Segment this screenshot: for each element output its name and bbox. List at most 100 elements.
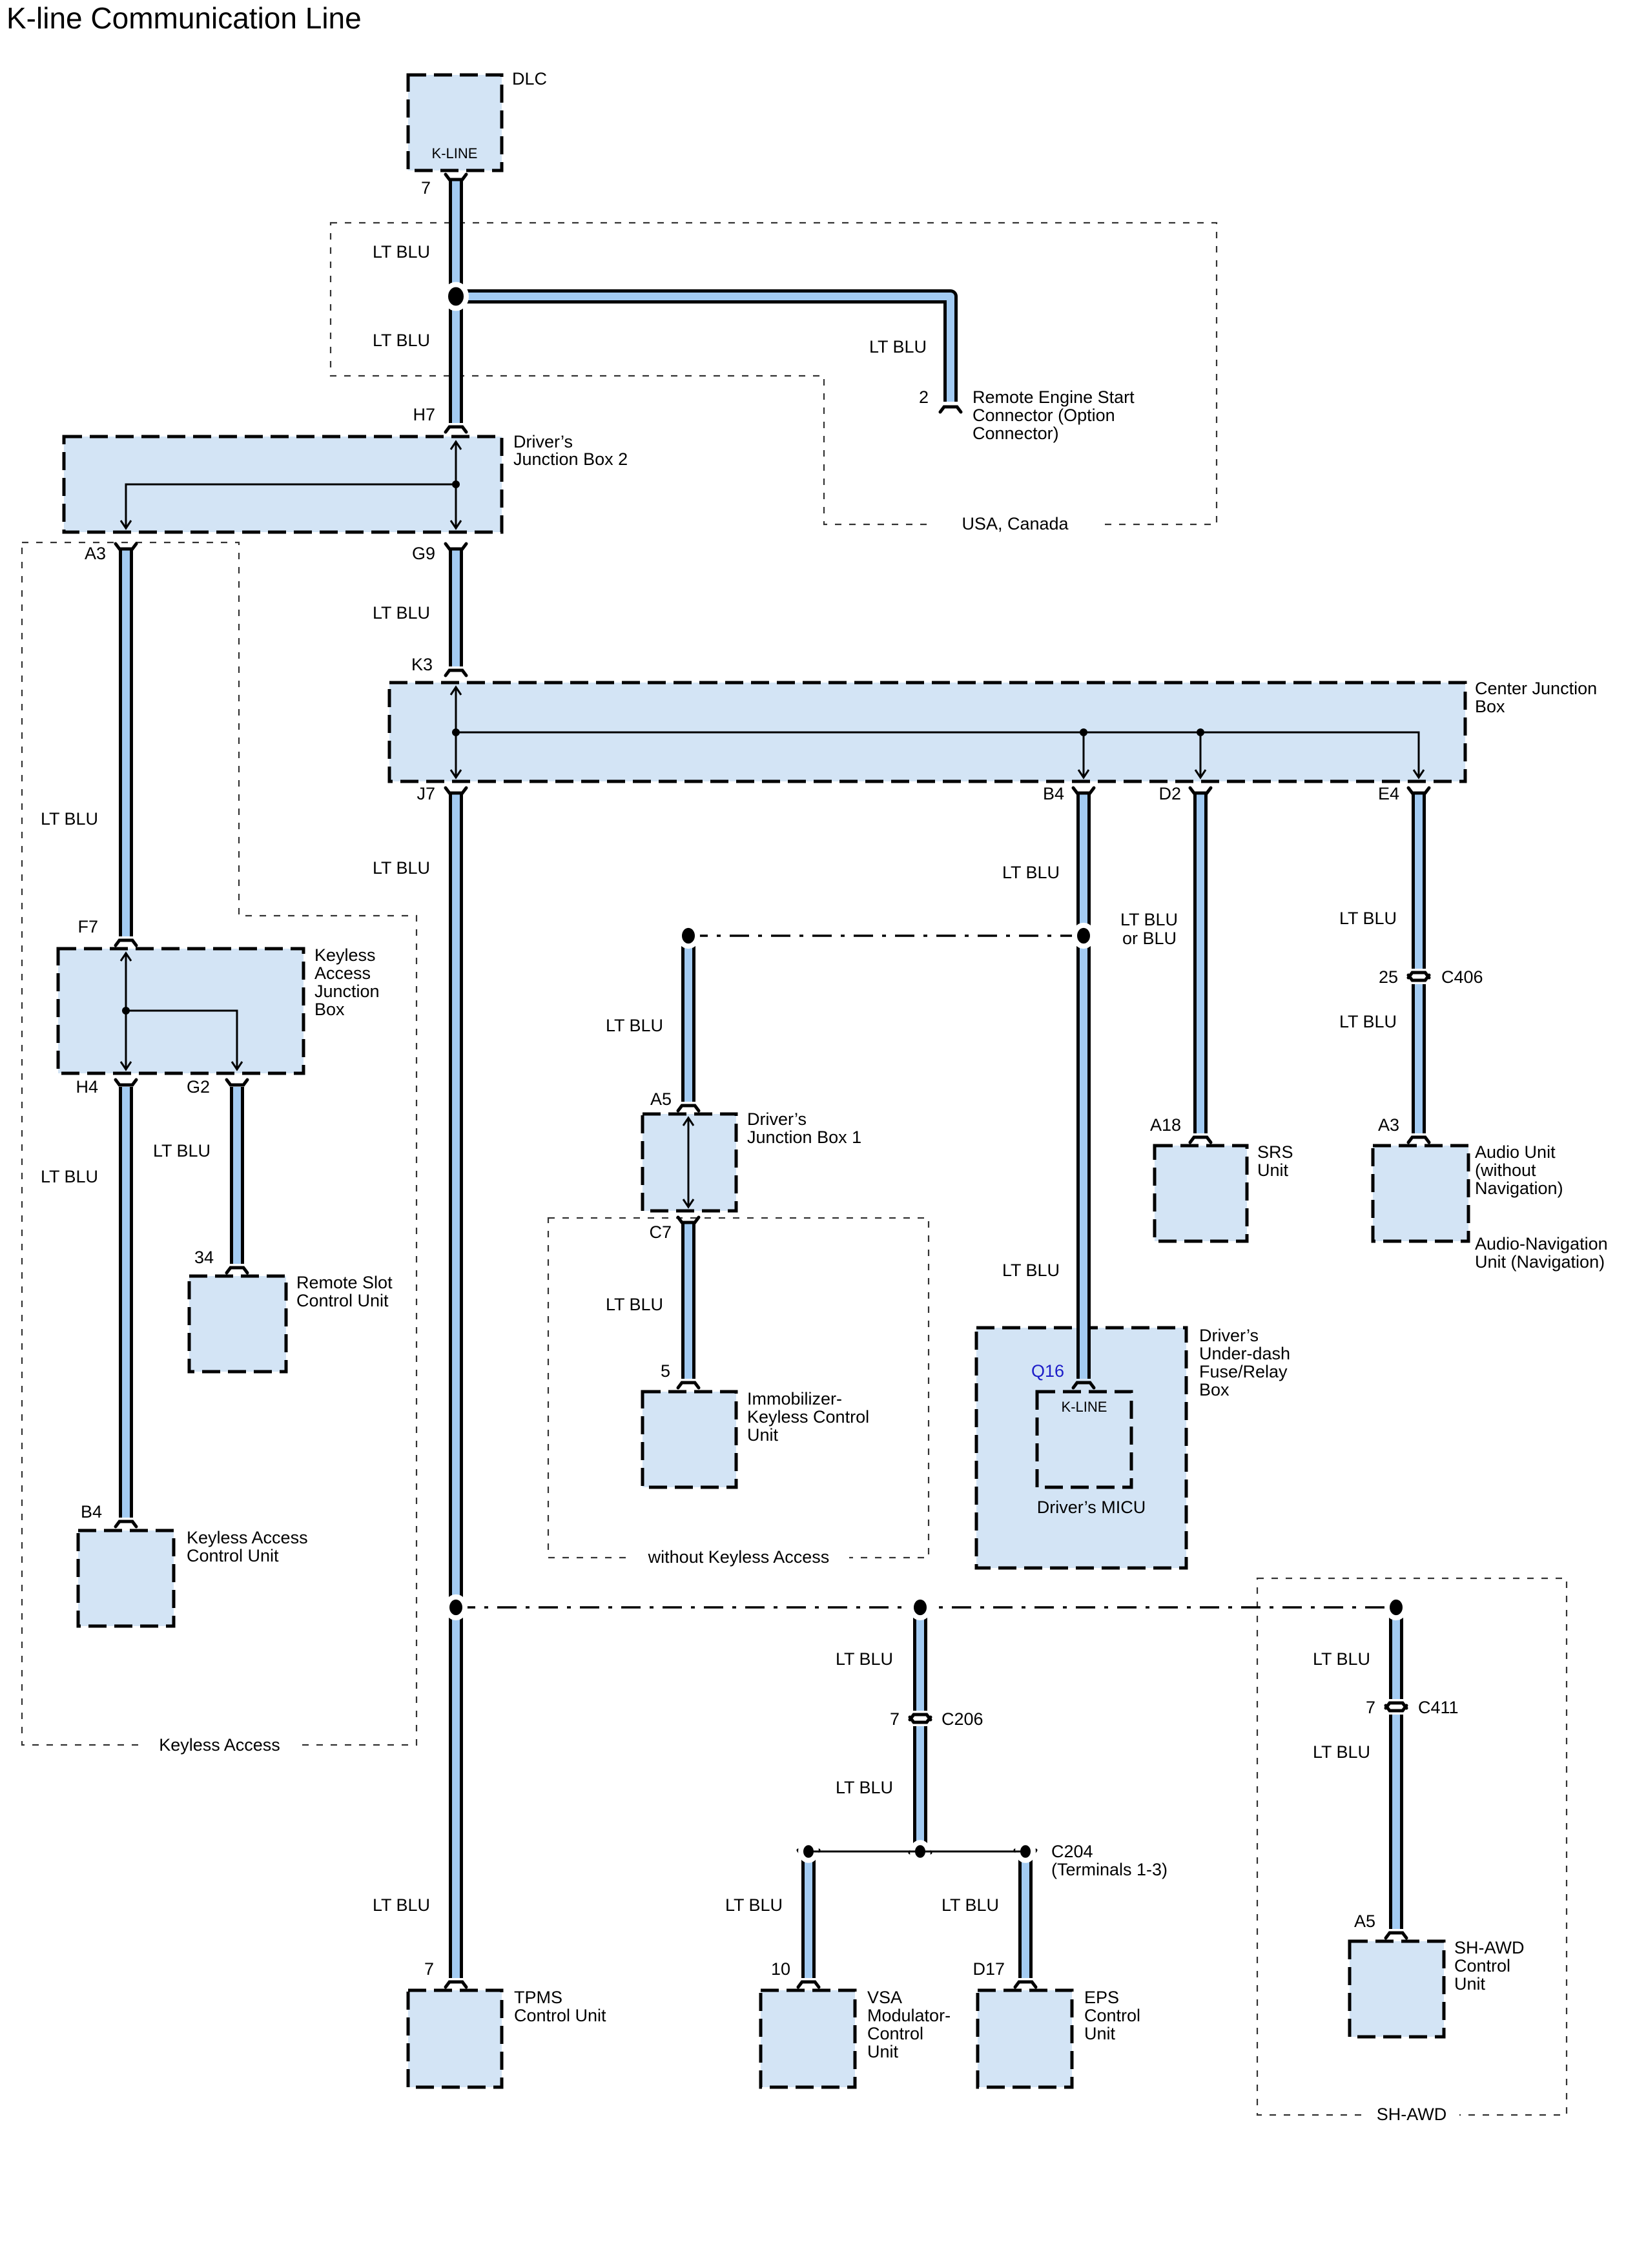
pin-djb2-a3: A3: [85, 544, 106, 563]
pin-cjb-j7: J7: [417, 784, 435, 803]
terminal-shawd-a5: [1384, 1931, 1408, 1940]
wire-label: LT BLU: [836, 1778, 893, 1797]
terminal-h4: [114, 1078, 138, 1087]
wire-label: LT BLU: [1339, 1012, 1397, 1031]
wire-label: LT BLU: [373, 858, 430, 878]
srs-box[interactable]: [1153, 1144, 1249, 1243]
terminal-c406-bot: [1406, 973, 1431, 982]
wire-label-b4-line1: LT BLU: [1120, 910, 1178, 929]
shawd-control-unit[interactable]: SH-AWD Control Unit: [1348, 1938, 1525, 2039]
wire-label: LT BLU: [41, 809, 98, 829]
pin-immobilizer-5: 5: [661, 1361, 670, 1381]
keyless-access-junction-box[interactable]: Keyless Access Junction Box: [56, 945, 380, 1075]
pin-dlc-7: 7: [421, 178, 431, 198]
djb1-label-line2: Junction Box 1: [747, 1128, 861, 1147]
pin-cjb-k3: K3: [411, 655, 433, 674]
terminal-j7: [444, 786, 468, 795]
micu-k-line-label: K-LINE: [1062, 1399, 1107, 1415]
tpms-label-line1: TPMS: [514, 1988, 562, 2007]
pin-eps-d17: D17: [973, 1959, 1005, 1979]
wire-label: LT BLU: [373, 603, 430, 623]
pin-kajb-f7: F7: [77, 917, 98, 936]
underdash-label-line1: Driver’s: [1199, 1326, 1259, 1345]
srs-label-line1: SRS: [1257, 1142, 1293, 1162]
pin-audio-a3: A3: [1378, 1115, 1399, 1135]
terminal-c411-bot: [1384, 1704, 1408, 1713]
wire-label: LT BLU: [1313, 1742, 1370, 1762]
c406-label: C406: [1441, 967, 1483, 987]
cjb-internal: [449, 685, 1425, 779]
wire-branch-remote-start: [456, 293, 954, 402]
terminal-c206-bot: [908, 1715, 932, 1724]
terminal-k3: [444, 668, 468, 677]
region-label-bg: [930, 513, 1098, 535]
splice-djb1-alt: [677, 922, 700, 949]
pin-res-2: 2: [919, 387, 929, 407]
drivers-under-dash-fuse-relay-box[interactable]: K-LINE Driver’s MICU Driver’s Under-dash…: [974, 1326, 1290, 1570]
djb2-label-line1: Driver’s: [513, 432, 573, 451]
c204-label-line2: (Terminals 1-3): [1051, 1860, 1168, 1879]
eps-control-unit[interactable]: EPS Control Unit: [976, 1988, 1140, 2089]
pin-keyless-cu-b4: B4: [81, 1502, 102, 1521]
dlc-box[interactable]: [406, 73, 504, 172]
wire-label: LT BLU: [942, 1895, 999, 1915]
kajb-label-line4: Box: [314, 1000, 345, 1019]
vsa-box[interactable]: [759, 1988, 857, 2089]
dlc[interactable]: K-LINE DLC: [406, 69, 547, 172]
drivers-junction-box-1[interactable]: Driver’s Junction Box 1: [641, 1109, 861, 1213]
micu-box[interactable]: [1035, 1390, 1133, 1489]
vsa-label-line3: Control: [867, 2024, 923, 2043]
kajb-internal: [119, 951, 243, 1071]
c411-pin: 7: [1366, 1698, 1375, 1717]
region-label-shawd: SH-AWD: [1377, 2105, 1447, 2124]
terminal-kcu-b4: [114, 1520, 138, 1529]
terminal-a18: [1188, 1135, 1213, 1144]
splice-c206-alt: [909, 1594, 932, 1621]
wire-label: LT BLU: [606, 1295, 663, 1314]
terminal-eps-d17: [1013, 1980, 1038, 1989]
cjb-label-line2: Box: [1475, 697, 1505, 716]
center-junction-box[interactable]: Center Junction Box: [387, 679, 1597, 783]
terminal-e4: [1406, 786, 1431, 795]
eps-box[interactable]: [976, 1988, 1074, 2089]
keyless-cu-label-line1: Keyless Access: [187, 1528, 308, 1547]
wire-label: LT BLU: [1313, 1649, 1370, 1669]
keyless-cu-box[interactable]: [76, 1529, 176, 1628]
eps-label-line1: EPS: [1084, 1988, 1119, 2007]
terminal-b4: [1071, 786, 1096, 795]
c411-label: C411: [1418, 1698, 1459, 1717]
tpms-control-unit[interactable]: TPMS Control Unit: [406, 1988, 606, 2089]
immobilizer-box[interactable]: [641, 1390, 738, 1489]
wire-label: LT BLU: [836, 1649, 893, 1669]
region-label-usa-canada: USA, Canada: [962, 514, 1069, 533]
immobilizer-label-line2: Keyless Control: [747, 1407, 869, 1427]
pin-micu-q16: Q16: [1031, 1361, 1064, 1381]
keyless-cu-label-line2: Control Unit: [187, 1546, 279, 1565]
audio-box[interactable]: [1371, 1144, 1470, 1243]
region-without-keyless: [547, 1217, 930, 1559]
pin-djb2-h7: H7: [413, 405, 435, 424]
eps-label-line2: Control: [1084, 2006, 1140, 2025]
drivers-junction-box-2[interactable]: Driver’s Junction Box 2: [62, 432, 628, 534]
audio-unit[interactable]: Audio Unit (without Navigation) Audio-Na…: [1371, 1142, 1608, 1272]
wire-label: LT BLU: [1002, 863, 1060, 882]
remote-slot-box[interactable]: [187, 1274, 288, 1374]
pin-djb1-c7: C7: [649, 1222, 672, 1242]
immobilizer-keyless-control-unit[interactable]: Immobilizer- Keyless Control Unit: [641, 1389, 869, 1489]
pin-djb2-g9: G9: [412, 544, 435, 563]
terminal-res-2: [938, 405, 963, 414]
djb2-internal: [119, 440, 462, 530]
underdash-label-line3: Fuse/Relay: [1199, 1362, 1288, 1381]
tpms-box[interactable]: [406, 1988, 504, 2089]
vsa-modulator-control-unit[interactable]: VSA Modulator- Control Unit: [759, 1988, 951, 2089]
splice-shawd-alt: [1384, 1594, 1408, 1621]
remote-slot-label-line1: Remote Slot: [296, 1273, 393, 1292]
keyless-access-control-unit[interactable]: Keyless Access Control Unit: [76, 1528, 308, 1628]
srs-unit[interactable]: SRS Unit: [1153, 1142, 1293, 1243]
djb1-internal: [682, 1116, 695, 1209]
pin-kajb-h4: H4: [76, 1077, 98, 1097]
shawd-cu-box[interactable]: [1348, 1939, 1446, 2039]
wire-label: LT BLU: [606, 1016, 663, 1035]
kajb-label-line3: Junction: [314, 982, 380, 1001]
remote-slot-control-unit[interactable]: Remote Slot Control Unit: [187, 1273, 393, 1374]
